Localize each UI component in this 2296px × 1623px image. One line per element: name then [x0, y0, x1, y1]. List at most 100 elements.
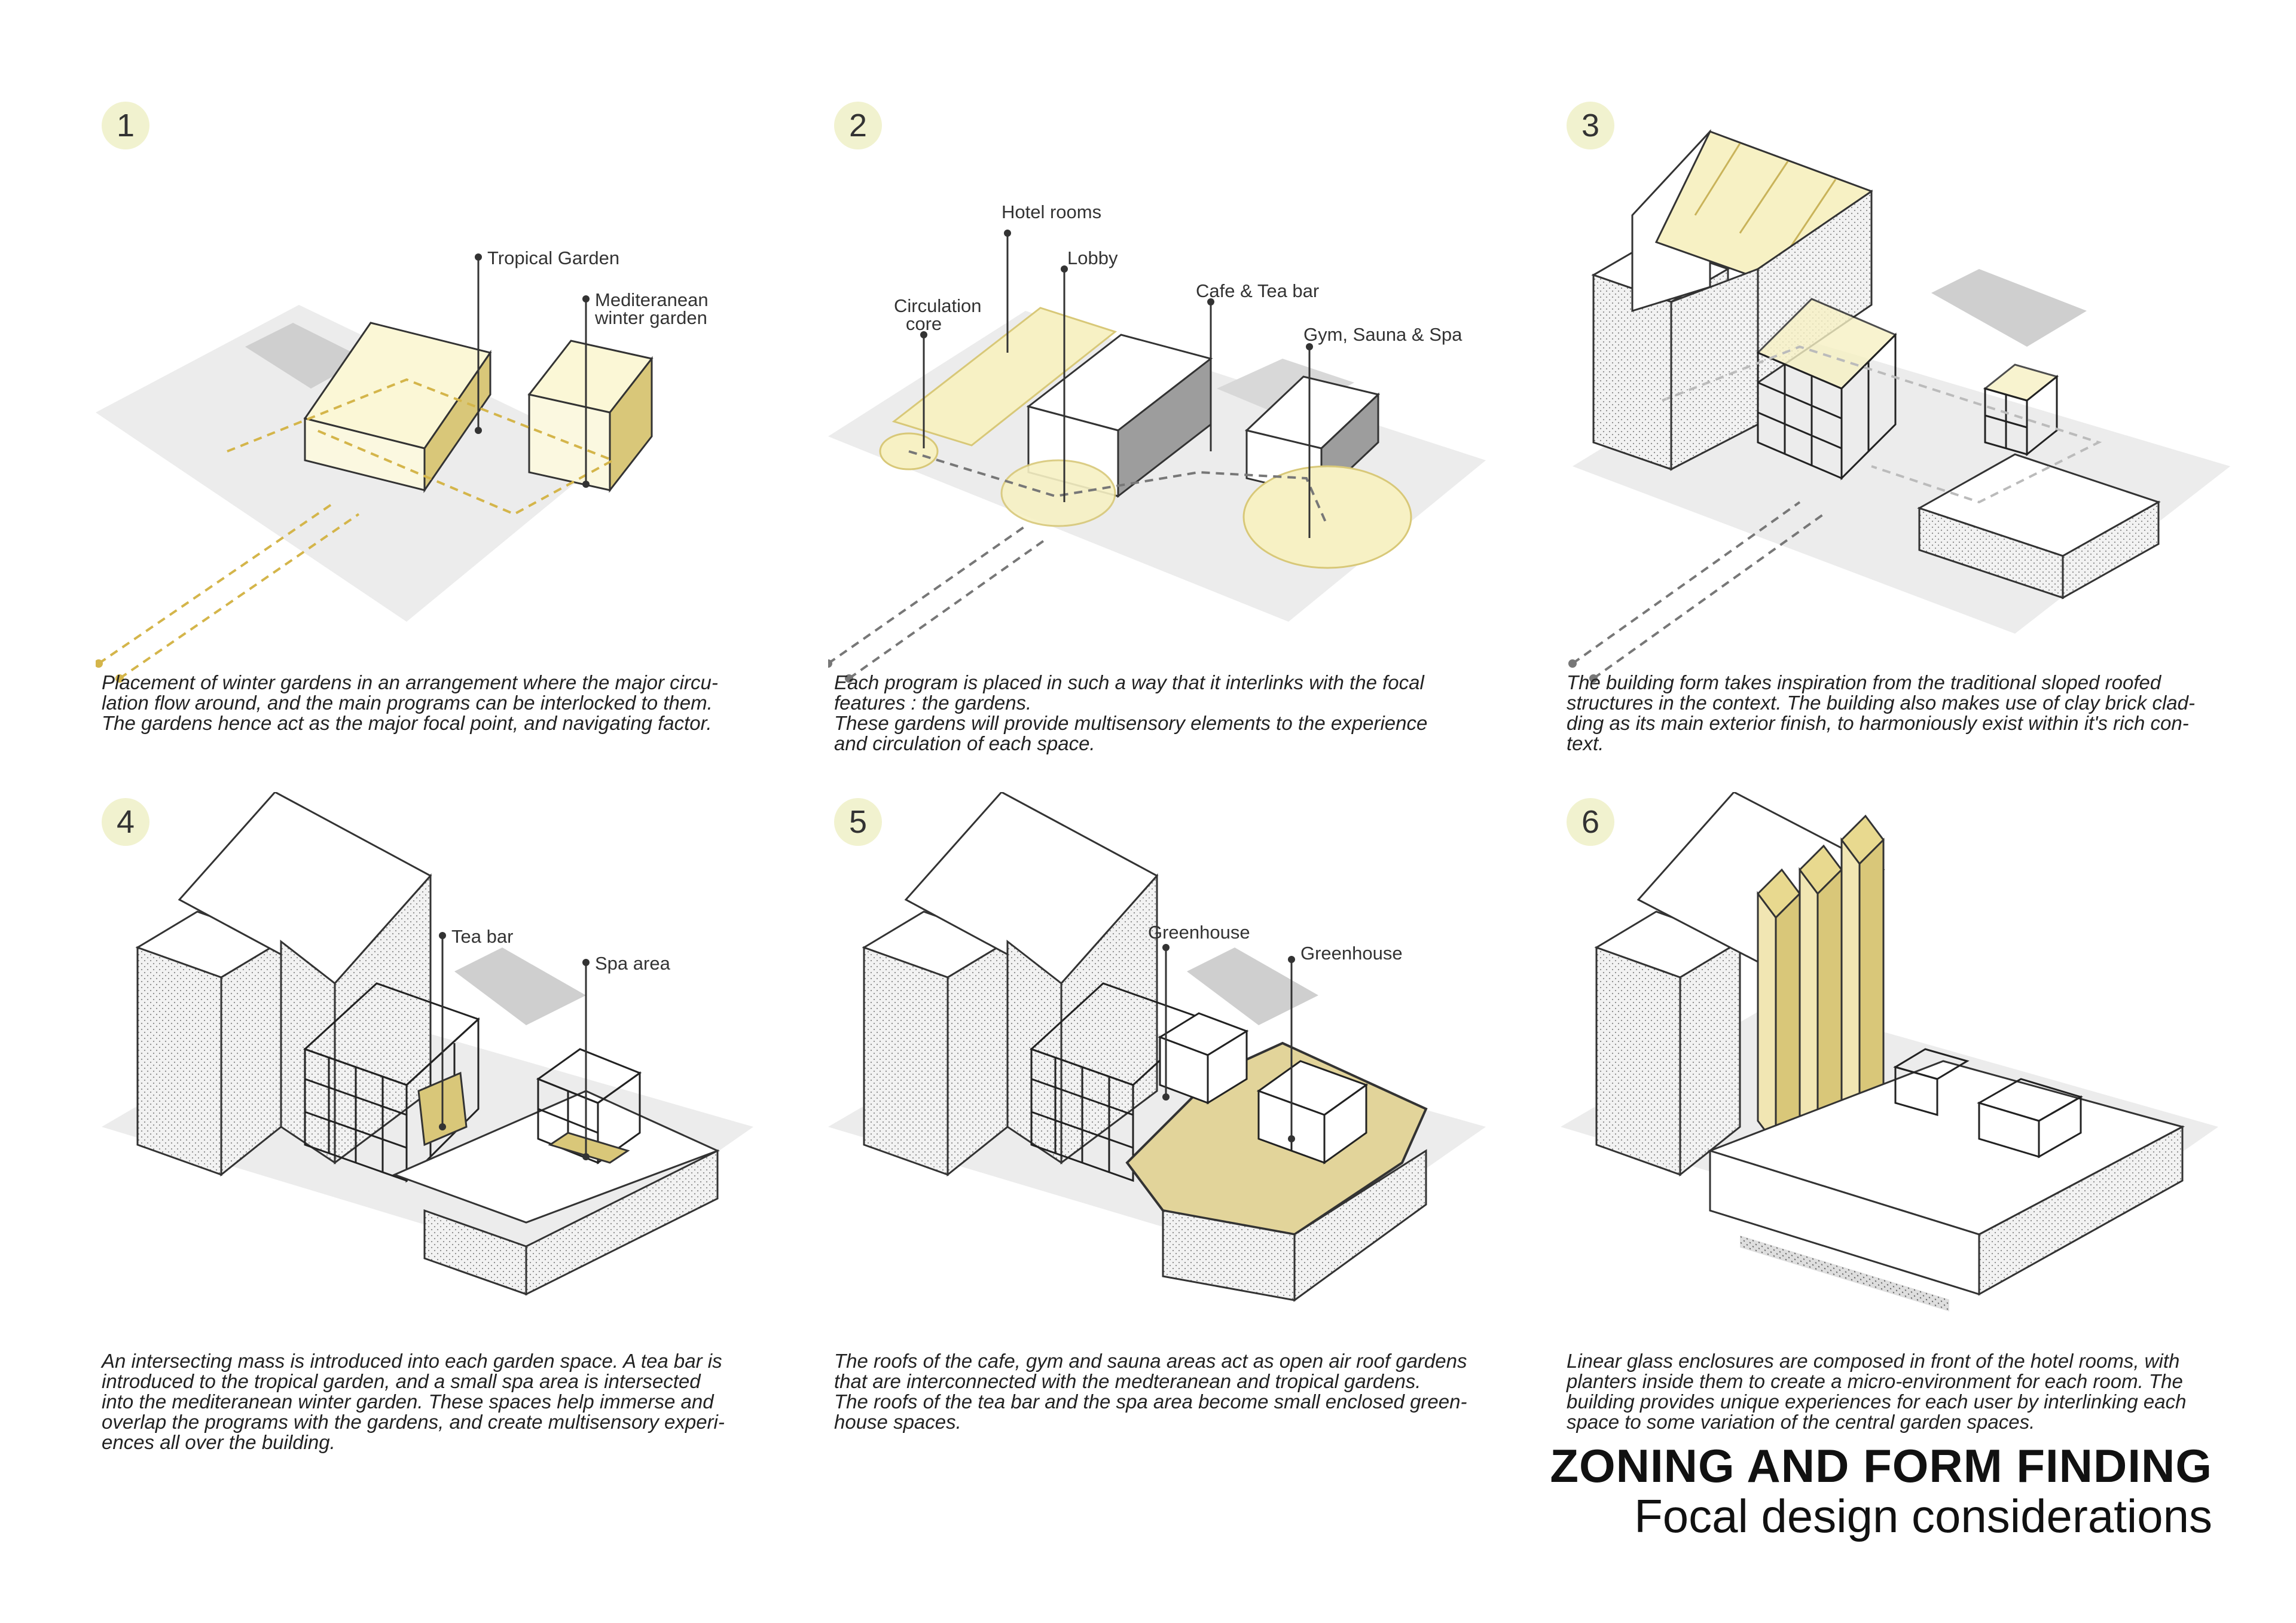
shadow: [245, 323, 365, 389]
tower-front: [1595, 946, 1681, 1176]
caption-line: introduced to the tropical garden, and a…: [102, 1370, 701, 1392]
tower-front: [136, 946, 222, 1176]
caption-line: These gardens will provide multisensory …: [834, 712, 1428, 734]
title-block: ZONING AND FORM FINDING Focal design con…: [1531, 1441, 2212, 1541]
podium-opening: [1740, 1235, 1949, 1312]
shadow: [1187, 947, 1318, 1025]
diagram-5: Greenhouse Greenhouse: [828, 792, 1486, 1302]
caption-2: Each program is placed in such a way tha…: [834, 673, 1540, 754]
panel-number: 5: [834, 798, 882, 846]
label-winter-garden: winter garden: [594, 307, 707, 328]
path-node: [96, 659, 103, 668]
leader-dot: [1061, 265, 1068, 273]
label-gym-sauna-spa: Gym, Sauna & Spa: [1303, 324, 1463, 345]
caption-line: building provides unique experiences for…: [1567, 1390, 2187, 1413]
caption-line: lation flow around, and the main program…: [102, 692, 713, 714]
panel-6: 6: [1561, 792, 2278, 1557]
label-tea-bar: Tea bar: [451, 926, 513, 947]
shadow: [454, 947, 586, 1025]
roof-arrow: [1739, 161, 1789, 234]
leader-dot: [582, 295, 590, 302]
entry-path-1: [1571, 501, 1801, 665]
roof-arrow: [1787, 179, 1837, 252]
panel-number: 2: [834, 102, 882, 149]
shadow: [1217, 359, 1354, 418]
page-subtitle: Focal design considerations: [1634, 1490, 2212, 1542]
panel-number: 1: [102, 102, 149, 149]
entry-path-2: [118, 513, 360, 680]
planter-glasshouse: [1977, 1078, 2083, 1159]
caption-line: and circulation of each space.: [834, 732, 1095, 754]
label-cafe-tea-bar: Cafe & Tea bar: [1196, 280, 1319, 301]
path-node: [1589, 674, 1598, 683]
roof-arrow: [1694, 143, 1741, 216]
caption-line: text.: [1567, 732, 1604, 754]
leader-dot: [1004, 230, 1011, 237]
hotel-front: [280, 939, 336, 1164]
winter-glasshouse: [1983, 363, 2059, 457]
label-spa-area: Spa area: [595, 953, 671, 974]
caption-1: Placement of winter gardens in an arrang…: [102, 673, 807, 733]
panel-number: 6: [1567, 798, 1614, 846]
diagram-1: Tropical Garden Mediteranean winter gard…: [96, 247, 709, 683]
panel-number: 3: [1567, 102, 1614, 149]
caption-6: Linear glass enclosures are composed in …: [1567, 1351, 2272, 1432]
label-lobby: Lobby: [1067, 247, 1118, 268]
panel-4: 4: [96, 792, 813, 1557]
leader-dot: [582, 959, 590, 966]
panel-5: 5: [828, 792, 1546, 1557]
caption-line: The building form takes inspiration from…: [1567, 671, 2161, 693]
leader-dot: [582, 481, 590, 488]
diagram-6: [1561, 792, 2218, 1312]
leader-dot: [475, 427, 482, 434]
caption-line: house spaces.: [834, 1411, 961, 1433]
path-node: [115, 674, 124, 683]
caption-line: The roofs of the cafe, gym and sauna are…: [834, 1350, 1467, 1372]
tower-front: [863, 946, 949, 1176]
podium-side: [1293, 1149, 1427, 1302]
leader-dot: [1162, 944, 1170, 951]
leader-dot: [475, 253, 482, 261]
entry-path-1: [97, 501, 336, 665]
gym-zone: [1242, 465, 1412, 569]
caption-line: into the mediteranean winter garden. The…: [102, 1390, 714, 1413]
path-node: [828, 659, 832, 668]
label-hotel-rooms: Hotel rooms: [1002, 201, 1101, 222]
panel-1: 1 Tropical Garden Mediteranean winter ga…: [96, 96, 813, 861]
caption-line: space to some variation of the central g…: [1567, 1411, 2035, 1433]
path-node: [1568, 659, 1577, 668]
leader-dot: [1288, 956, 1295, 963]
diagram-4: Tea bar Spa area: [102, 792, 753, 1296]
caption-line: Placement of winter gardens in an arrang…: [102, 671, 718, 693]
label-greenhouse-left: Greenhouse: [1148, 922, 1250, 943]
spa-area-mass: [548, 1132, 630, 1164]
glass-enclosure: [1757, 868, 1801, 1148]
entry-path-2: [1592, 513, 1825, 680]
leader-dot: [920, 331, 927, 338]
path-node: [845, 674, 853, 683]
panel-2: 2 Hotel rooms Circulation: [828, 96, 1546, 861]
caption-line: The gardens hence act as the major focal…: [102, 712, 712, 734]
glass-enclosure: [1799, 844, 1843, 1142]
podium-side: [525, 1149, 719, 1296]
caption-4: An intersecting mass is introduced into …: [102, 1351, 807, 1453]
planter-glasshouse: [1893, 1048, 1970, 1116]
caption-line: ding as its main exterior finish, to har…: [1567, 712, 2189, 734]
leader-dot: [439, 932, 446, 939]
tropical-glasshouse: [1756, 298, 1897, 481]
caption-3: The building form takes inspiration from…: [1567, 673, 2272, 754]
label-mediteranean: Mediteranean: [595, 289, 709, 310]
label-core: core: [906, 313, 942, 334]
winter-garden-side: [609, 356, 653, 493]
podium-side: [2062, 500, 2160, 600]
greenhouse-left: [1158, 1012, 1249, 1105]
hotel-rooms-zone: [891, 307, 1118, 447]
leader-dot: [1306, 343, 1313, 350]
caption-line: features : the gardens.: [834, 692, 1032, 714]
caption-line: that are interconnected with the medtera…: [834, 1370, 1421, 1392]
lobby-zone: [1000, 459, 1116, 527]
leader-dot: [1288, 1135, 1295, 1142]
page-title: ZONING AND FORM FINDING: [1550, 1439, 2212, 1492]
hotel-front: [1006, 939, 1062, 1164]
glass-enclosure: [1840, 814, 1885, 1130]
